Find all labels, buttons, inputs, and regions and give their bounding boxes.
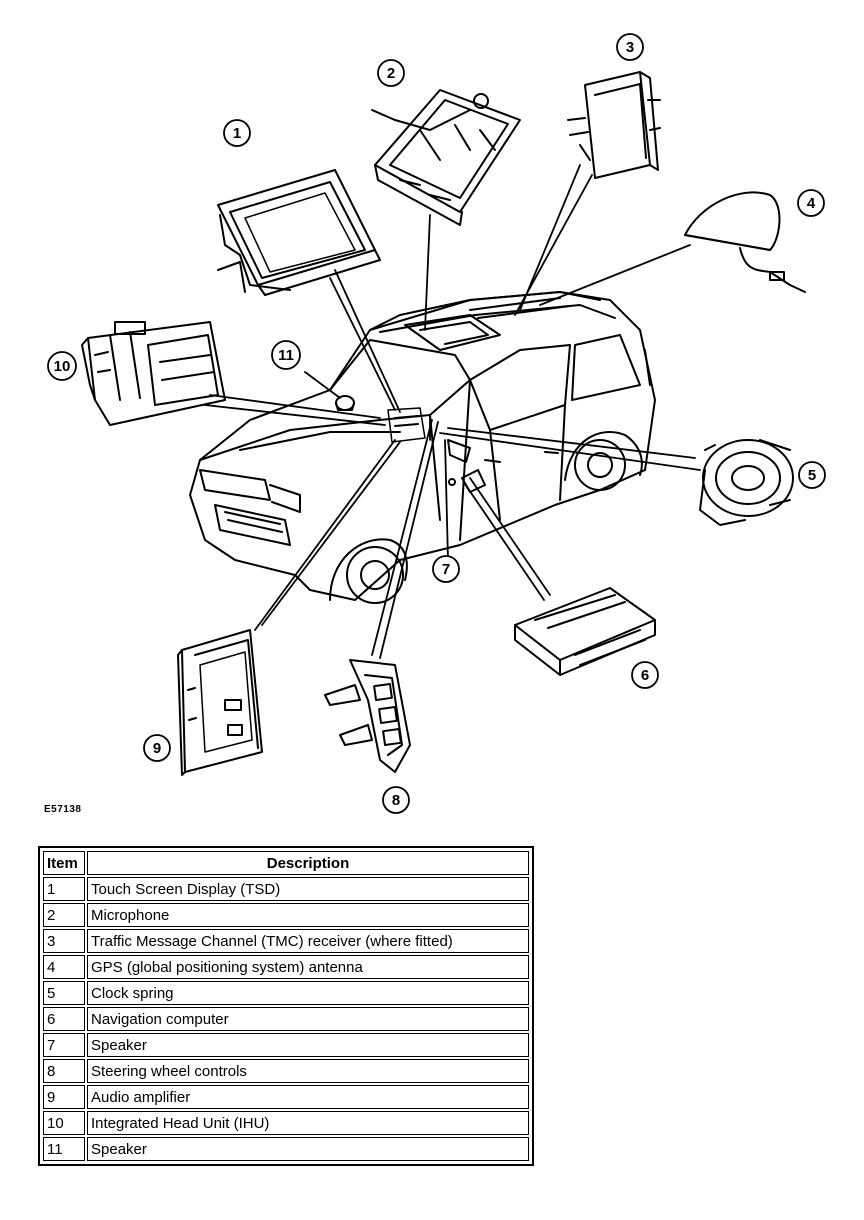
- legend-item-description: Integrated Head Unit (IHU): [87, 1111, 529, 1135]
- legend-item-description: Navigation computer: [87, 1007, 529, 1031]
- legend-item-number: 3: [43, 929, 85, 953]
- callout-10: 10: [47, 351, 77, 381]
- callout-7: 7: [432, 555, 460, 583]
- legend-header-description: Description: [87, 851, 529, 875]
- svg-text:1: 1: [233, 125, 241, 142]
- legend-item-number: 6: [43, 1007, 85, 1031]
- svg-text:2: 2: [387, 65, 395, 82]
- svg-text:10: 10: [54, 358, 71, 375]
- callout-markers: 1 2 3 4 5 6 7 8: [47, 33, 826, 814]
- legend-header-item: Item: [43, 851, 85, 875]
- navigation-computer-illustration: [514, 587, 656, 676]
- legend-item-number: 7: [43, 1033, 85, 1057]
- legend-item-number: 4: [43, 955, 85, 979]
- touch-screen-display-illustration: [217, 169, 381, 296]
- svg-text:9: 9: [153, 740, 161, 757]
- legend-header-row: Item Description: [43, 851, 529, 875]
- legend-item-description: Microphone: [87, 903, 529, 927]
- svg-text:6: 6: [641, 667, 649, 684]
- legend-item-description: Clock spring: [87, 981, 529, 1005]
- legend-item-description: Steering wheel controls: [87, 1059, 529, 1083]
- svg-text:11: 11: [278, 347, 294, 364]
- legend-item-description: Touch Screen Display (TSD): [87, 877, 529, 901]
- legend-item-number: 2: [43, 903, 85, 927]
- callout-1: 1: [223, 119, 251, 147]
- callout-9: 9: [143, 734, 171, 762]
- legend-item-number: 5: [43, 981, 85, 1005]
- steering-wheel-controls-illustration: [324, 659, 411, 773]
- legend-item-number: 10: [43, 1111, 85, 1135]
- tmc-receiver-illustration: [567, 71, 661, 179]
- component-location-diagram: 1 2 3 4 5 6 7 8: [47, 33, 826, 814]
- microphone-illustration: [371, 89, 521, 226]
- svg-text:8: 8: [392, 792, 400, 809]
- audio-amplifier-illustration: [177, 629, 263, 776]
- legend-item-description: Traffic Message Channel (TMC) receiver (…: [87, 929, 529, 953]
- vehicle-illustration: [189, 291, 656, 604]
- callout-4: 4: [797, 189, 825, 217]
- svg-text:4: 4: [807, 195, 816, 212]
- clock-spring-illustration: [699, 439, 794, 526]
- legend-item-description: Speaker: [87, 1033, 529, 1057]
- legend-item-description: GPS (global positioning system) antenna: [87, 955, 529, 979]
- speaker-door-illustration: [448, 469, 486, 493]
- svg-text:3: 3: [626, 39, 634, 56]
- legend-item-number: 9: [43, 1085, 85, 1109]
- callout-3: 3: [616, 33, 644, 61]
- callout-2: 2: [377, 59, 405, 87]
- legend-item-number: 8: [43, 1059, 85, 1083]
- legend-item-description: Speaker: [87, 1137, 529, 1161]
- svg-text:7: 7: [442, 561, 450, 578]
- legend-item-number: 1: [43, 877, 85, 901]
- callout-5: 5: [798, 461, 826, 489]
- callout-6: 6: [631, 661, 659, 689]
- figure-reference-code: E57138: [44, 804, 82, 815]
- legend-item-number: 11: [43, 1137, 85, 1161]
- svg-text:5: 5: [808, 467, 816, 484]
- integrated-head-unit-illustration: [81, 321, 226, 426]
- legend-item-description: Audio amplifier: [87, 1085, 529, 1109]
- gps-antenna-illustration: [684, 191, 806, 293]
- leader-lines: [204, 164, 701, 659]
- callout-8: 8: [382, 786, 410, 814]
- callout-11: 11: [271, 340, 301, 370]
- speaker-dash-illustration: [335, 395, 355, 411]
